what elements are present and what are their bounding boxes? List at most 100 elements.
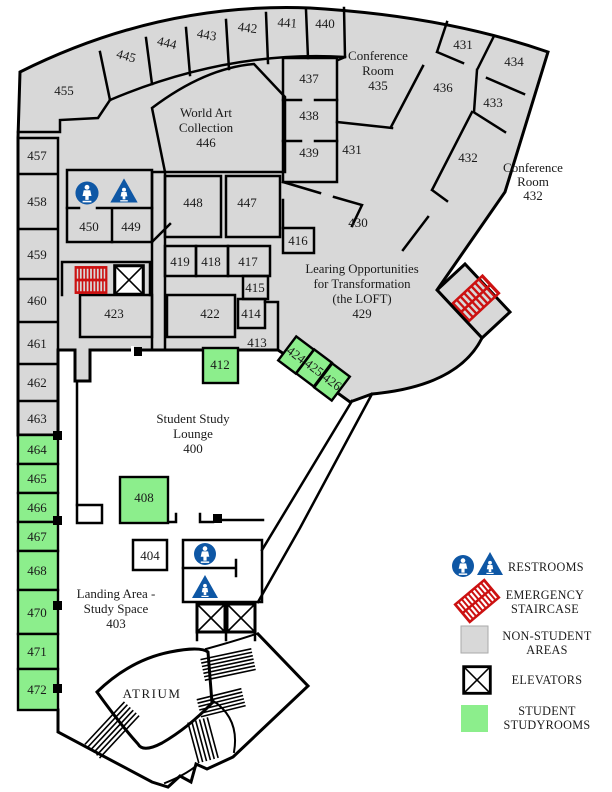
svg-text:441: 441 (277, 14, 297, 30)
svg-text:NON-STUDENT: NON-STUDENT (502, 629, 592, 643)
legend-student-studyrooms: STUDENT STUDYROOMS (461, 704, 590, 732)
door-markers (53, 347, 222, 693)
svg-text:ELEVATORS: ELEVATORS (512, 673, 583, 687)
svg-text:464: 464 (27, 442, 47, 457)
svg-text:STUDENT: STUDENT (518, 704, 576, 718)
svg-text:434: 434 (504, 54, 524, 69)
svg-text:450: 450 (79, 219, 99, 234)
legend-restrooms: RESTROOMS (452, 552, 584, 577)
student-studyroom-swatch (461, 705, 488, 732)
room-467 (16, 520, 60, 553)
svg-text:465: 465 (27, 471, 47, 486)
svg-text:445: 445 (115, 46, 138, 66)
atrium-stairs-hatch (84, 701, 140, 759)
svg-text:462: 462 (27, 375, 47, 390)
svg-text:RESTROOMS: RESTROOMS (508, 560, 584, 574)
svg-text:455: 455 (54, 83, 74, 98)
svg-text:449: 449 (121, 219, 141, 234)
svg-text:435: 435 (368, 78, 388, 93)
svg-text:438: 438 (299, 108, 319, 123)
svg-text:444: 444 (156, 33, 179, 52)
room-426 (312, 361, 352, 403)
svg-text:AREAS: AREAS (526, 643, 567, 657)
svg-text:431: 431 (453, 37, 473, 52)
svg-text:472: 472 (27, 682, 47, 697)
svg-text:404: 404 (140, 548, 160, 563)
svg-text:431: 431 (342, 142, 362, 157)
room-465 (16, 462, 60, 495)
room-404-box (131, 538, 169, 572)
room-470 (16, 588, 60, 636)
legend: RESTROOMS EMERGENCY STAIRCASE NON-STUDEN… (452, 552, 592, 732)
svg-text:403: 403 (106, 616, 126, 631)
room-464 (16, 433, 60, 466)
svg-text:419: 419 (170, 254, 190, 269)
atrium-stairs-hatch (187, 717, 219, 764)
atrium-stairs-hatch (200, 648, 256, 681)
interior-walls-top-band (16, 6, 347, 134)
svg-text:447: 447 (237, 195, 257, 210)
svg-text:429: 429 (352, 307, 371, 321)
atrium-label: ATRIUM (123, 686, 182, 701)
svg-text:440: 440 (315, 16, 335, 31)
svg-text:423: 423 (104, 306, 124, 321)
room-412 (201, 346, 240, 385)
landing-label: Landing Area - (77, 586, 156, 601)
svg-text:432: 432 (523, 188, 543, 203)
svg-text:468: 468 (27, 563, 47, 578)
svg-text:467: 467 (27, 529, 47, 544)
svg-text:448: 448 (183, 195, 203, 210)
svg-text:Collection: Collection (179, 120, 234, 135)
svg-text:Room: Room (517, 174, 549, 189)
svg-text:442: 442 (237, 19, 258, 36)
interior-walls-left-wing (16, 136, 60, 403)
svg-text:460: 460 (27, 293, 47, 308)
legend-elevators: ELEVATORS (462, 665, 583, 695)
svg-text:418: 418 (201, 254, 221, 269)
walls-lounge-and-corridor (56, 379, 374, 789)
svg-text:Room: Room (362, 63, 394, 78)
doorway-gap (131, 346, 134, 356)
svg-text:436: 436 (433, 80, 453, 95)
svg-text:432: 432 (458, 150, 478, 165)
svg-text:430: 430 (348, 215, 368, 230)
room-labels: 455 445 444 443 442 441 440 431 434 436 … (27, 14, 524, 697)
svg-text:459: 459 (27, 247, 47, 262)
non-student-swatch (460, 625, 489, 654)
svg-text:400: 400 (183, 441, 203, 456)
svg-text:463: 463 (27, 411, 47, 426)
interior-walls-middle (60, 168, 282, 351)
svg-text:457: 457 (27, 148, 47, 163)
svg-text:446: 446 (196, 135, 216, 150)
svg-text:412: 412 (210, 357, 230, 372)
svg-text:443: 443 (196, 25, 218, 43)
svg-text:458: 458 (27, 194, 47, 209)
svg-text:433: 433 (483, 95, 503, 110)
world-art-label: World Art (180, 105, 232, 120)
atrium (84, 632, 258, 785)
svg-text:Study Space: Study Space (84, 601, 149, 616)
svg-text:414: 414 (241, 306, 261, 321)
legend-emergency-staircase: EMERGENCY STAIRCASE (453, 578, 585, 624)
svg-text:(the LOFT): (the LOFT) (332, 292, 391, 306)
conference-432-label: Conference (503, 160, 563, 175)
conference-435-label: Conference (348, 48, 408, 63)
svg-text:STUDYROOMS: STUDYROOMS (504, 718, 591, 732)
svg-text:422: 422 (200, 306, 220, 321)
student-studyrooms (16, 334, 352, 712)
svg-text:417: 417 (238, 254, 258, 269)
svg-text:416: 416 (288, 233, 308, 248)
world-art-collection-room (150, 62, 287, 174)
room-472 (16, 667, 60, 712)
svg-text:EMERGENCY: EMERGENCY (506, 588, 585, 602)
lounge-label: Student Study (156, 411, 230, 426)
interior-walls-right-wing (281, 20, 526, 255)
svg-text:471: 471 (27, 644, 47, 659)
svg-text:413: 413 (247, 335, 267, 350)
svg-text:439: 439 (299, 145, 319, 160)
room-466 (16, 491, 60, 524)
svg-text:Lounge: Lounge (173, 426, 213, 441)
atrium-stairs-hatch (196, 687, 246, 718)
